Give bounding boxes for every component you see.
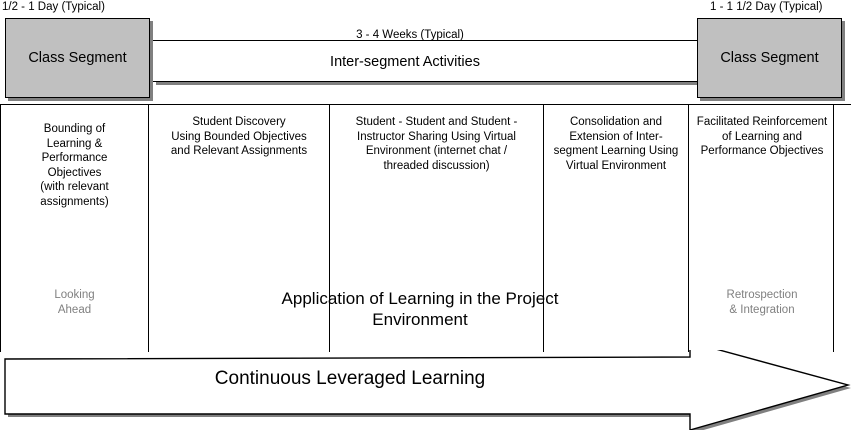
column-text-sharing: Student - Student and Student -Instructo… [355, 116, 518, 172]
duration-label-middle: 3 - 4 Weeks (Typical) [356, 29, 464, 41]
column-rule-4 [688, 104, 689, 352]
column-rule-1 [148, 104, 149, 352]
column-bottom-text-retrospection: Retrospection& Integration [726, 289, 798, 316]
column-rule-3 [543, 104, 544, 352]
duration-label-left: 1/2 - 1 Day (Typical) [2, 1, 105, 13]
class-segment-left[interactable]: Class Segment [5, 18, 150, 98]
inter-segment-band-top-line [151, 40, 711, 41]
continuous-leveraged-learning-banner [4, 350, 851, 430]
column-rule-outer-right [833, 104, 834, 352]
column-rule-outer-left [0, 104, 1, 352]
banner-outline-path [4, 350, 851, 430]
duration-label-right: 1 - 1 1/2 Day (Typical) [710, 1, 823, 13]
inter-segment-band-bottom-line [151, 81, 711, 82]
class-segment-right[interactable]: Class Segment [697, 18, 842, 98]
class-segment-left-label: Class Segment [28, 50, 127, 66]
banner-label: Continuous Leveraged Learning [214, 368, 486, 389]
columns-top-rule [0, 104, 851, 105]
inter-segment-label: Inter-segment Activities [330, 54, 480, 70]
inter-segment-band-shadow [156, 82, 710, 85]
class-segment-right-label: Class Segment [720, 50, 819, 66]
column-rule-2 [329, 104, 330, 352]
